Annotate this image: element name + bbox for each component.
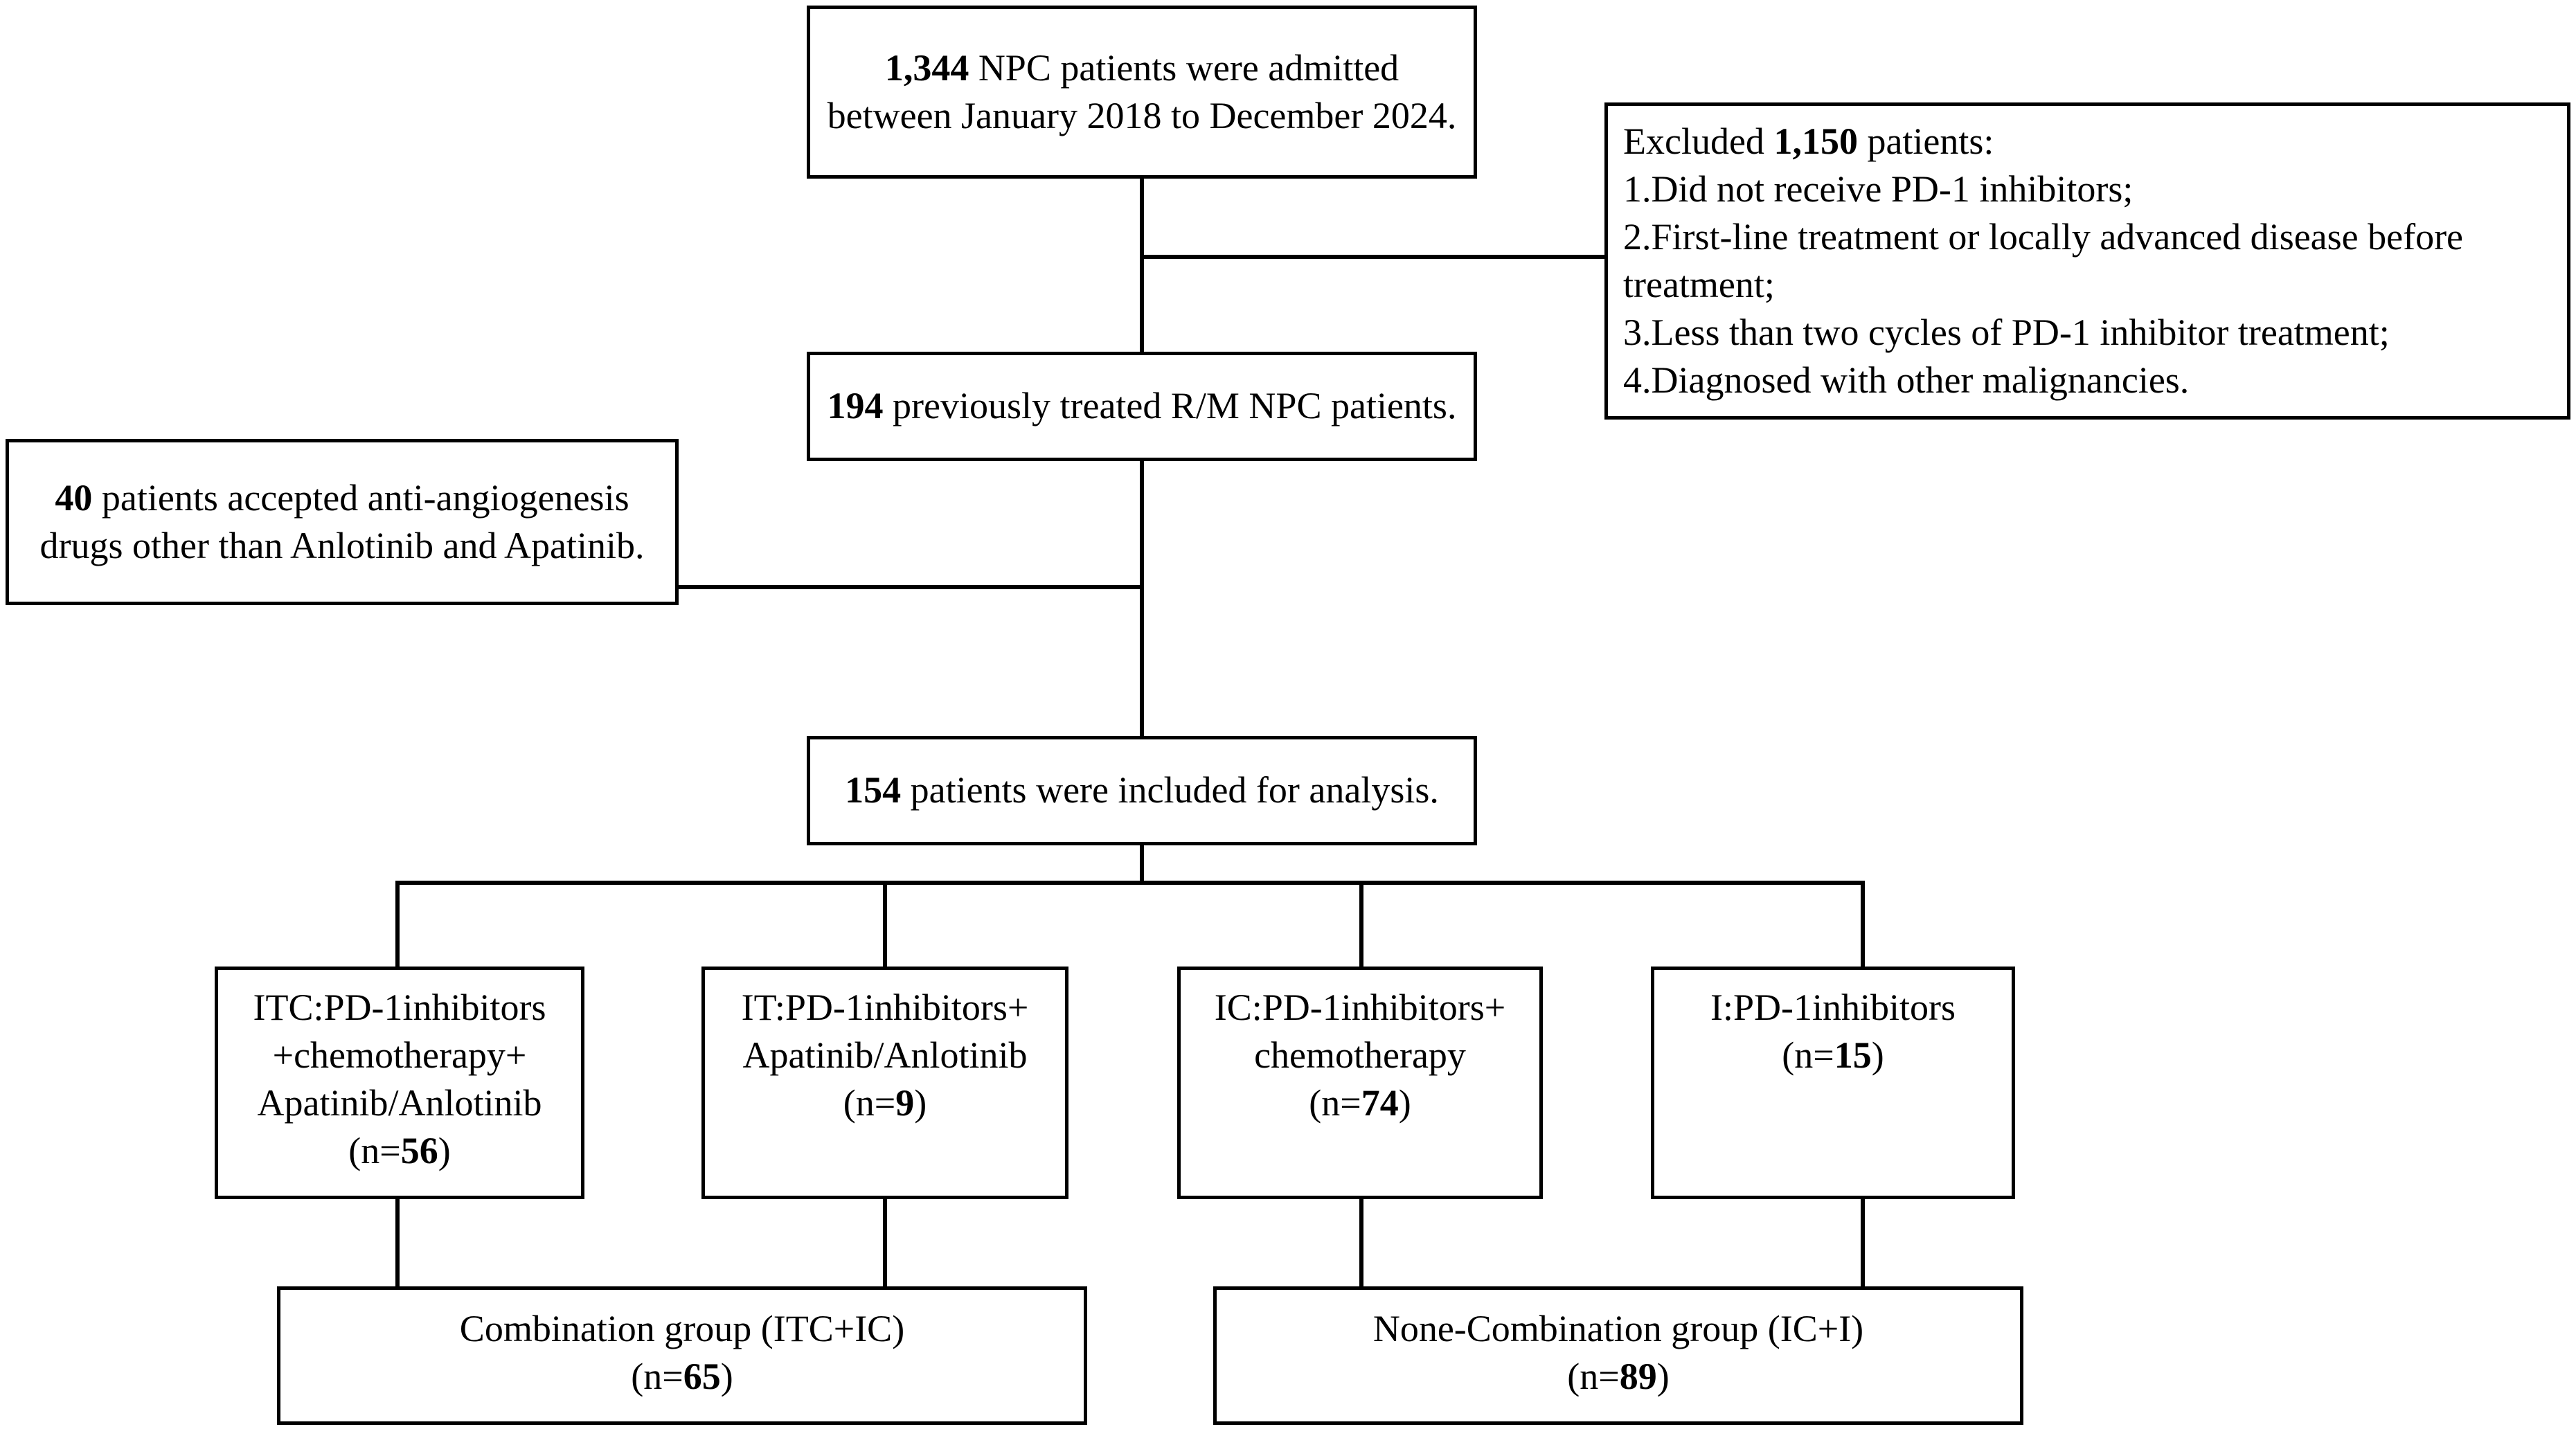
- group-i-n-pre: (n=: [1782, 1034, 1834, 1077]
- connector-antiangiogenesis-branch: [677, 585, 1144, 589]
- excluded-reason-4: 4.Diagnosed with other malignancies.: [1623, 359, 2190, 402]
- connector-it-to-combination: [883, 1196, 887, 1289]
- node-group-i[interactable]: I:PD-1inhibitors (n=15): [1651, 967, 2015, 1199]
- node-excluded[interactable]: Excluded 1,150 patients: 1.Did not recei…: [1604, 102, 2570, 420]
- excluded-reason-2-cont: treatment;: [1623, 264, 1775, 305]
- previously-treated-line2: patients.: [1330, 385, 1457, 427]
- node-group-it[interactable]: IT:PD-1inhibitors+ Apatinib/Anlotinib (n…: [701, 967, 1068, 1199]
- excluded-heading-post: patients:: [1857, 120, 1994, 162]
- group-itc-line3: Apatinib/Anlotinib: [257, 1082, 542, 1124]
- group-i-n-value: 15: [1834, 1034, 1872, 1077]
- excluded-reason-1: 1.Did not receive PD-1 inhibitors;: [1623, 168, 2134, 210]
- group-ic-line2: chemotherapy: [1254, 1034, 1466, 1077]
- node-included[interactable]: 154 patients were included for analysis.: [807, 736, 1477, 845]
- group-it-n-value: 9: [895, 1082, 915, 1124]
- none-combination-group-n-pre: (n=: [1567, 1356, 1620, 1398]
- group-i-n-post: ): [1871, 1034, 1884, 1077]
- excluded-heading-pre: Excluded: [1623, 120, 1774, 162]
- admitted-line1-rest: NPC patients were admitted: [969, 46, 1399, 89]
- group-it-n-post: ): [914, 1082, 927, 1124]
- connector-drop-it: [883, 881, 887, 969]
- connector-ic-to-none-combination: [1359, 1196, 1363, 1289]
- group-itc-line2: +chemotherapy+: [272, 1034, 527, 1077]
- node-admitted[interactable]: 1,344 NPC patients were admitted between…: [807, 6, 1477, 179]
- admitted-count: 1,344: [884, 46, 969, 89]
- combination-group-n-value: 65: [683, 1356, 721, 1398]
- connector-split-bar: [395, 881, 1865, 885]
- node-antiangiogenesis-excluded[interactable]: 40 patients accepted anti-angiogenesis d…: [6, 439, 679, 605]
- none-combination-group-n-value: 89: [1619, 1356, 1657, 1398]
- group-ic-line1: IC:PD-1inhibitors+: [1214, 987, 1506, 1028]
- previously-treated-count: 194: [827, 385, 884, 427]
- none-combination-group-n: (n=89): [1229, 1353, 2007, 1401]
- combination-group-n-pre: (n=: [631, 1356, 683, 1398]
- group-ic-n-pre: (n=: [1309, 1082, 1361, 1124]
- group-it-n: (n=9): [717, 1079, 1053, 1127]
- admitted-line3: 2024.: [1372, 95, 1457, 136]
- node-previously-treated[interactable]: 194 previously treated R/M NPC patients.: [807, 352, 1477, 461]
- group-ic-n: (n=74): [1193, 1079, 1527, 1127]
- excluded-reason-2: 2.First-line treatment or locally advanc…: [1623, 215, 2464, 258]
- previously-treated-line1-rest: previously treated R/M NPC: [883, 385, 1322, 427]
- group-i-line1: I:PD-1inhibitors: [1710, 987, 1956, 1028]
- group-it-n-pre: (n=: [843, 1082, 896, 1124]
- group-i-n: (n=15): [1667, 1032, 1999, 1079]
- antiangiogenesis-line2: drugs other than Anlotinib and: [39, 525, 497, 566]
- group-itc-n-value: 56: [400, 1130, 438, 1172]
- included-line2: analysis.: [1309, 769, 1439, 811]
- connector-excluded-branch: [1140, 255, 1607, 259]
- antiangiogenesis-count: 40: [55, 476, 93, 519]
- group-itc-line1: ITC:PD-1inhibitors: [253, 987, 546, 1028]
- connector-drop-ic: [1359, 881, 1363, 969]
- included-count: 154: [845, 769, 902, 811]
- combination-group-n-post: ): [720, 1356, 733, 1398]
- group-itc-n-post: ): [438, 1130, 451, 1172]
- included-line1-rest: patients were included for: [901, 769, 1300, 811]
- antiangiogenesis-line1-rest: patients accepted anti-angiogenesis: [92, 476, 629, 519]
- connector-drop-itc: [395, 881, 400, 969]
- excluded-heading: Excluded 1,150 patients:: [1623, 118, 2552, 165]
- combination-group-n: (n=65): [293, 1353, 1071, 1401]
- connector-drop-i: [1861, 881, 1865, 969]
- node-group-ic[interactable]: IC:PD-1inhibitors+ chemotherapy (n=74): [1177, 967, 1543, 1199]
- none-combination-group-n-post: ): [1656, 1356, 1670, 1398]
- connector-admitted-to-previously-treated: [1140, 175, 1144, 354]
- connector-previously-treated-to-included: [1140, 458, 1144, 738]
- none-combination-group-label: None-Combination group (IC+I): [1372, 1308, 1864, 1349]
- group-it-line2: Apatinib/Anlotinib: [742, 1034, 1028, 1077]
- group-ic-n-value: 74: [1361, 1082, 1399, 1124]
- node-combination-group[interactable]: Combination group (ITC+IC) (n=65): [277, 1286, 1087, 1425]
- connector-itc-to-combination: [395, 1196, 400, 1289]
- group-ic-n-post: ): [1398, 1082, 1411, 1124]
- group-it-line1: IT:PD-1inhibitors+: [741, 987, 1029, 1028]
- combination-group-label: Combination group (ITC+IC): [459, 1308, 905, 1349]
- antiangiogenesis-line3: Apatinib.: [503, 525, 645, 566]
- excluded-count: 1,150: [1773, 120, 1858, 162]
- group-itc-n-pre: (n=: [348, 1130, 401, 1172]
- excluded-reason-3: 3.Less than two cycles of PD-1 inhibitor…: [1623, 312, 2390, 354]
- node-group-itc[interactable]: ITC:PD-1inhibitors +chemotherapy+ Apatin…: [215, 967, 584, 1199]
- admitted-line2: between January 2018 to December: [827, 95, 1363, 136]
- connector-i-to-none-combination: [1861, 1196, 1865, 1289]
- node-none-combination-group[interactable]: None-Combination group (IC+I) (n=89): [1213, 1286, 2023, 1425]
- group-itc-n: (n=56): [231, 1127, 569, 1175]
